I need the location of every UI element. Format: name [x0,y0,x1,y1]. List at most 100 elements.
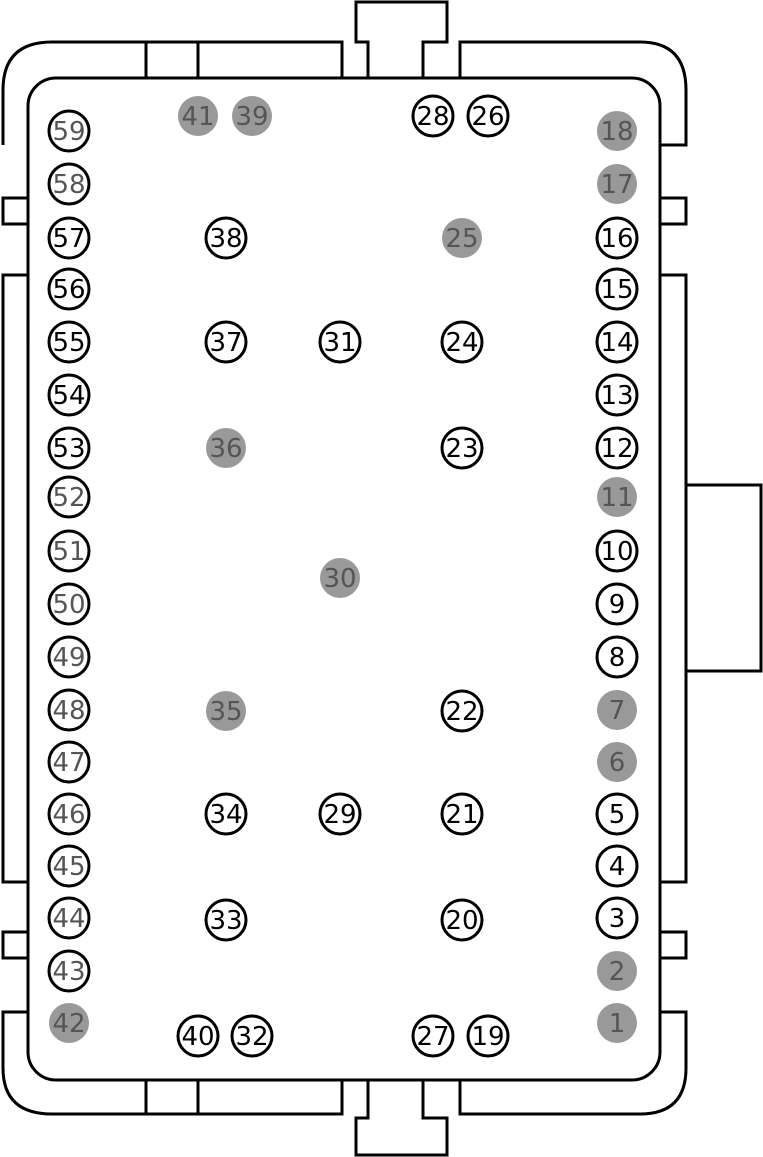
pin-label: 54 [52,381,85,411]
pin: 27 [411,1014,455,1058]
pin: 3 [595,896,639,940]
pin-circle-open [47,949,91,993]
pin-label: 12 [600,434,633,464]
housing-top-latch [354,0,449,78]
pin-label: 9 [609,590,626,620]
pin-circle-open [411,94,455,138]
pin-label: 34 [209,800,242,830]
pin-label: 26 [471,102,504,132]
pin-label: 48 [52,696,85,726]
pin-label: 13 [600,381,633,411]
pin: 13 [595,373,639,417]
pin-circle-open [47,475,91,519]
pin: 51 [47,529,91,573]
pin: 2 [597,951,637,991]
pin-label: 59 [52,117,85,147]
pin-circle-open [595,426,639,470]
pin-label: 51 [52,537,85,567]
pin-label: 23 [445,434,478,464]
housing-left-rail [1,273,28,884]
pin: 50 [47,582,91,626]
pin: 25 [442,218,482,258]
pin-label: 35 [209,697,242,727]
pin-label: 22 [445,697,478,727]
pin: 43 [47,949,91,993]
pin-label: 45 [52,852,85,882]
pin-circle-open [47,688,91,732]
pin-label: 49 [52,643,85,673]
pin-circle-open [47,792,91,836]
pin-label: 3 [609,904,626,934]
pin-label: 57 [52,224,85,254]
pin-label: 55 [52,328,85,358]
pin-label: 46 [52,800,85,830]
pin-circle-open [47,844,91,888]
pin: 59 [47,109,91,153]
housing-outer-bottom-right [458,1010,688,1116]
housing-left-tab-upper [1,196,28,226]
pin: 22 [440,689,484,733]
pin: 35 [206,691,246,731]
pin-circle-open [595,320,639,364]
pin-circle-filled [206,428,246,468]
pin-circle-open [595,216,639,260]
pin-label: 37 [209,328,242,358]
pin: 8 [595,635,639,679]
pin-label: 11 [600,483,633,513]
pin-circle-filled [597,477,637,517]
pin: 49 [47,635,91,679]
pin-label: 10 [600,537,633,567]
pin: 14 [595,320,639,364]
pin-label: 47 [52,748,85,778]
pin-label: 50 [52,590,85,620]
pin-circle-filled [320,558,360,598]
pin-circle-filled [178,96,218,136]
pin-circle-open [47,896,91,940]
pin-label: 40 [181,1022,214,1052]
housing-outer-bottom-left [1,1010,344,1116]
pin-circle-open [595,373,639,417]
pin: 24 [440,320,484,364]
pin-label: 17 [600,170,633,200]
pin-label: 16 [600,224,633,254]
pin: 10 [595,529,639,573]
pin-label: 25 [445,224,478,254]
pin: 1 [597,1003,637,1043]
pin: 58 [47,162,91,206]
housing-right-tab-lower [660,930,688,960]
pin-label: 36 [209,434,242,464]
housing-outer-top-right [458,40,688,147]
pin-circle-filled [232,96,272,136]
pin-circle-filled [597,690,637,730]
pin-circle-open [318,320,362,364]
pin: 9 [595,582,639,626]
pin-label: 44 [52,904,85,934]
pin: 45 [47,844,91,888]
pin-circle-open [230,1014,274,1058]
pin: 19 [466,1014,510,1058]
housing-left-tab-lower [1,930,28,960]
pin-label: 5 [609,800,626,830]
pin-label: 58 [52,170,85,200]
pin-circle-open [47,582,91,626]
pin: 5 [595,792,639,836]
pin: 23 [440,426,484,470]
pin-circle-open [176,1014,220,1058]
pin-circle-open [47,373,91,417]
pin-label: 7 [609,696,626,726]
pin-circle-open [47,267,91,311]
pin-circle-open [595,844,639,888]
pin: 26 [466,94,510,138]
pin-label: 19 [471,1022,504,1052]
pin-circle-open [47,320,91,364]
pin-label: 1 [609,1009,626,1039]
pin: 57 [47,216,91,260]
pin-label: 4 [609,852,626,882]
pin-label: 14 [600,328,633,358]
pin-circle-open [47,529,91,573]
pin: 7 [597,690,637,730]
pin: 41 [178,96,218,136]
pin-circle-open [47,740,91,784]
pin-label: 52 [52,483,85,513]
